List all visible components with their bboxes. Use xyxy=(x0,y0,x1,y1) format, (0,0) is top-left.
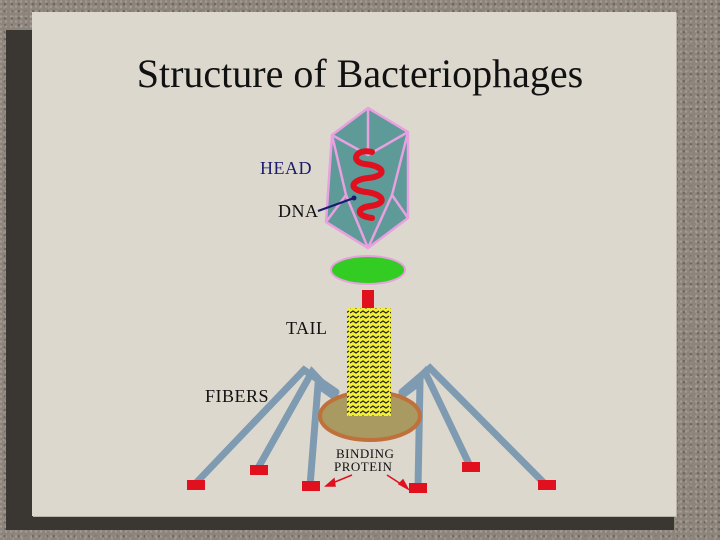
label-fibers: FIBERS xyxy=(205,386,269,406)
foot-4 xyxy=(409,483,427,493)
foot-5 xyxy=(462,462,480,472)
label-protein: PROTEIN xyxy=(334,459,393,474)
foot-6 xyxy=(538,480,556,490)
collar xyxy=(330,255,406,285)
binding-proteins xyxy=(187,462,556,493)
foot-2 xyxy=(250,465,268,475)
foot-1 xyxy=(187,480,205,490)
label-head: HEAD xyxy=(260,158,312,178)
dna-pointer-head xyxy=(351,195,357,201)
fiber-far-right xyxy=(398,363,549,488)
slide-title: Structure of Bacteriophages xyxy=(136,51,584,96)
dna-strand xyxy=(350,148,385,221)
label-binding: BINDING xyxy=(336,446,394,461)
foot-3 xyxy=(302,481,320,491)
binding-arrows xyxy=(324,474,410,491)
label-tail: TAIL xyxy=(286,318,328,338)
label-dna: DNA xyxy=(278,201,319,221)
neck xyxy=(362,290,374,308)
dna-pointer xyxy=(317,197,355,212)
tail-sheath xyxy=(347,308,391,416)
